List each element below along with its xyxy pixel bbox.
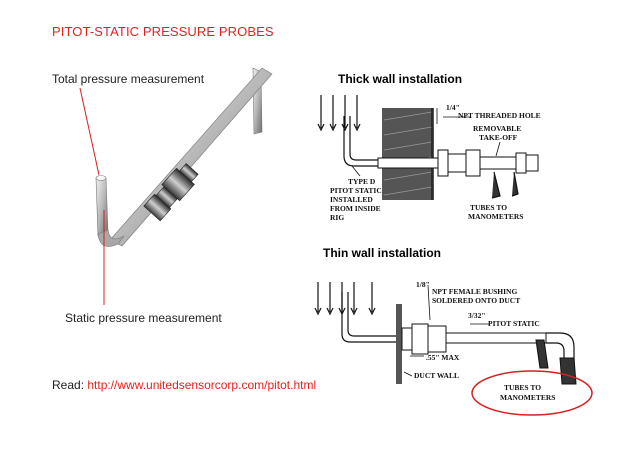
- thick-type-d-0: TYPE D: [348, 177, 376, 186]
- thin-tubes-0: TUBES TO: [504, 383, 541, 392]
- thick-npt-fraction: 1/4": [446, 103, 460, 112]
- thick-type-d-4: RIG: [330, 213, 344, 222]
- thick-npt-label: NPT THREADED HOLE: [458, 111, 541, 120]
- thin-bushing-1: SOLDERED ONTO DUCT: [432, 296, 520, 305]
- thick-type-d-3: FROM INSIDE: [330, 204, 381, 213]
- thick-type-d-2: INSTALLED: [330, 195, 373, 204]
- thin-pitot-fraction: 3/32": [468, 311, 486, 320]
- read-line: Read: http://www.unitedsensorcorp.com/pi…: [52, 378, 316, 392]
- thick-type-d-1: PITOT STATIC: [330, 186, 382, 195]
- thick-wall: [382, 108, 434, 200]
- thick-removable-label: REMOVABLE: [473, 124, 521, 133]
- thick-wall-heading: Thick wall installation: [338, 72, 463, 86]
- read-prefix: Read:: [52, 378, 88, 392]
- static-pressure-label: Static pressure measurement: [65, 311, 222, 325]
- thick-tubes-1: MANOMETERS: [468, 212, 523, 221]
- total-pressure-arrow: [79, 87, 100, 176]
- total-pressure-label: Total pressure measurement: [52, 72, 205, 86]
- tubes-highlight-ellipse: [471, 370, 593, 416]
- thin-bushing-0: NPT FEMALE BUSHING: [432, 287, 517, 296]
- page-title: PITOT-STATIC PRESSURE PROBES: [52, 24, 274, 39]
- thin-bushing-fraction: 1/8": [416, 280, 430, 289]
- thin-pitot-label: PITOT STATIC: [488, 319, 540, 328]
- read-link[interactable]: http://www.unitedsensorcorp.com/pitot.ht…: [87, 378, 317, 392]
- thin-wall-heading: Thin wall installation: [323, 246, 442, 260]
- thick-takeoff-label: TAKE-OFF: [479, 133, 518, 142]
- thin-max-label: .55" MAX: [426, 353, 460, 362]
- thick-tubes-0: TUBES TO: [470, 203, 507, 212]
- thin-duct-wall: [396, 304, 402, 384]
- thin-duct-wall-label: DUCT WALL: [414, 371, 459, 380]
- thin-tubes-1: MANOMETERS: [500, 393, 555, 402]
